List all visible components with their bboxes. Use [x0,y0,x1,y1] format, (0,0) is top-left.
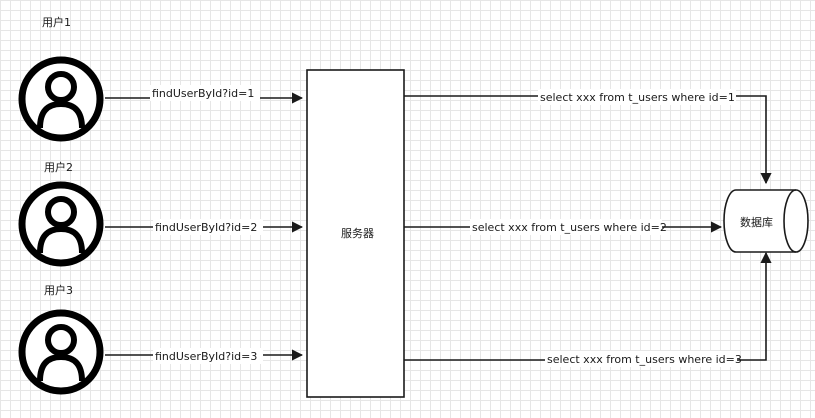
user-2: 用户2 [18,160,104,267]
query-label-2: select xxx from t_users where id=2 [472,221,667,234]
user-icon [18,309,104,395]
request-arrow-1: findUserById?id=1 [105,85,304,104]
user-1-label: 用户1 [42,15,71,29]
query-arrow-3: select xxx from t_users where id=3 [404,251,772,367]
user-icon [18,181,104,267]
user-1: 用户1 [18,15,104,142]
user-3: 用户3 [18,283,104,395]
server-box: 服务器 [306,69,405,398]
query-arrow-2: select xxx from t_users where id=2 [404,219,723,235]
user-3-label: 用户3 [44,283,73,297]
user-icon [18,56,104,142]
request-label-1: findUserById?id=1 [152,87,254,100]
request-arrow-3: findUserById?id=3 [105,348,304,364]
database-label: 数据库 [740,215,773,229]
request-label-2: findUserById?id=2 [155,221,257,234]
server-label: 服务器 [341,227,374,240]
query-label-3: select xxx from t_users where id=3 [547,353,742,366]
request-label-3: findUserById?id=3 [155,350,257,363]
user-2-label: 用户2 [44,160,73,174]
request-arrow-2: findUserById?id=2 [105,219,304,235]
database-cylinder-icon: 数据库 [723,189,809,253]
query-arrow-1: select xxx from t_users where id=1 [404,89,772,185]
query-label-1: select xxx from t_users where id=1 [540,91,735,104]
